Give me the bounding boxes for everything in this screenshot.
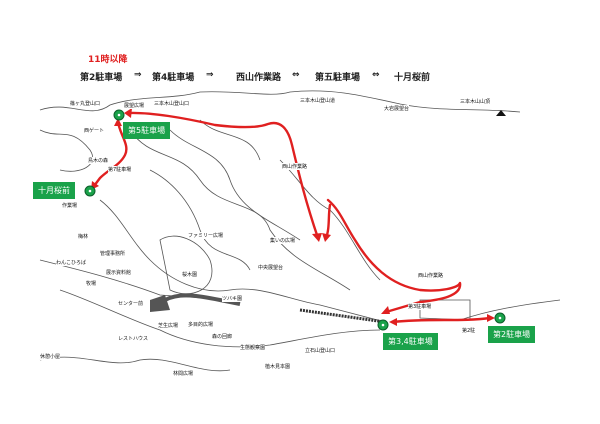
map-label: 三本木山山頂 [460, 98, 491, 105]
arrow: ⇔ [292, 70, 300, 80]
map-label: 芝生広場 [158, 322, 179, 329]
map-label: 大岩展望台 [384, 105, 410, 112]
map-label: 桜木園 [182, 271, 198, 278]
map-label: 中央展望台 [258, 264, 284, 271]
route-lines [92, 111, 492, 324]
map-label: 三本木山登山口 [154, 100, 190, 107]
map-label: ファミリー広場 [188, 232, 224, 239]
map-label: 展示資料館 [106, 269, 132, 276]
map-label: 休憩小屋 [40, 353, 61, 360]
map-label: 立石山登山口 [305, 347, 336, 354]
arrow: ⇒ [206, 70, 214, 80]
arrow: ⇒ [134, 70, 142, 80]
map-label: 植木見本園 [265, 363, 291, 370]
stop-markers [84, 109, 506, 331]
time-note: 11時以降 [88, 55, 128, 65]
jugatsu-label[interactable]: 十月桜前 [33, 182, 75, 199]
map-label: 篠ヶ丸登山口 [70, 100, 101, 107]
map-label: レストハウス [118, 335, 149, 342]
map-label: 展望広場 [124, 102, 145, 109]
map-label: ツバキ園 [222, 295, 243, 302]
map-label: 集いの広場 [270, 237, 296, 244]
map-label: 多目的広場 [188, 321, 214, 328]
map-label: 生態観察園 [240, 344, 266, 351]
lot2-label[interactable]: 第2駐車場 [488, 326, 536, 343]
map-label: 三本木山登山道 [300, 97, 336, 104]
terrain-lines [39, 90, 561, 372]
map-label: 第7駐車場 [108, 166, 132, 173]
route-step: 第五駐車場 [315, 73, 361, 83]
map-label: 林間広場 [173, 370, 194, 377]
route-step: 第2駐車場 [80, 73, 123, 83]
map-label: 鳥木の森 [88, 157, 109, 164]
map-label: 西ゲート [84, 127, 105, 134]
map-label: 梅林 [78, 233, 89, 240]
summit-icon [496, 110, 506, 116]
map-label: 管理事務所 [100, 250, 126, 257]
route-step: 第4駐車場 [152, 73, 195, 83]
map-label: 作業場 [62, 202, 78, 209]
lot34-label[interactable]: 第3,4駐車場 [383, 333, 438, 350]
map-label: 第3駐車場 [408, 303, 432, 310]
map-label: 西山作業路 [418, 272, 444, 279]
route-step: 十月桜前 [394, 73, 431, 83]
map-label: わんこひろば [56, 259, 87, 266]
map-label: 森の回廊 [212, 333, 233, 340]
route-arrowheads [91, 108, 495, 326]
arrow: ⇔ [372, 70, 380, 80]
route-step: 西山作業路 [236, 73, 282, 83]
map-label: 第2駐 [462, 327, 476, 334]
map-label: センター前 [118, 300, 144, 307]
map-label: 西山作業路 [282, 163, 308, 170]
map-label: 牧場 [86, 280, 97, 287]
lot5-label[interactable]: 第5駐車場 [123, 122, 171, 139]
